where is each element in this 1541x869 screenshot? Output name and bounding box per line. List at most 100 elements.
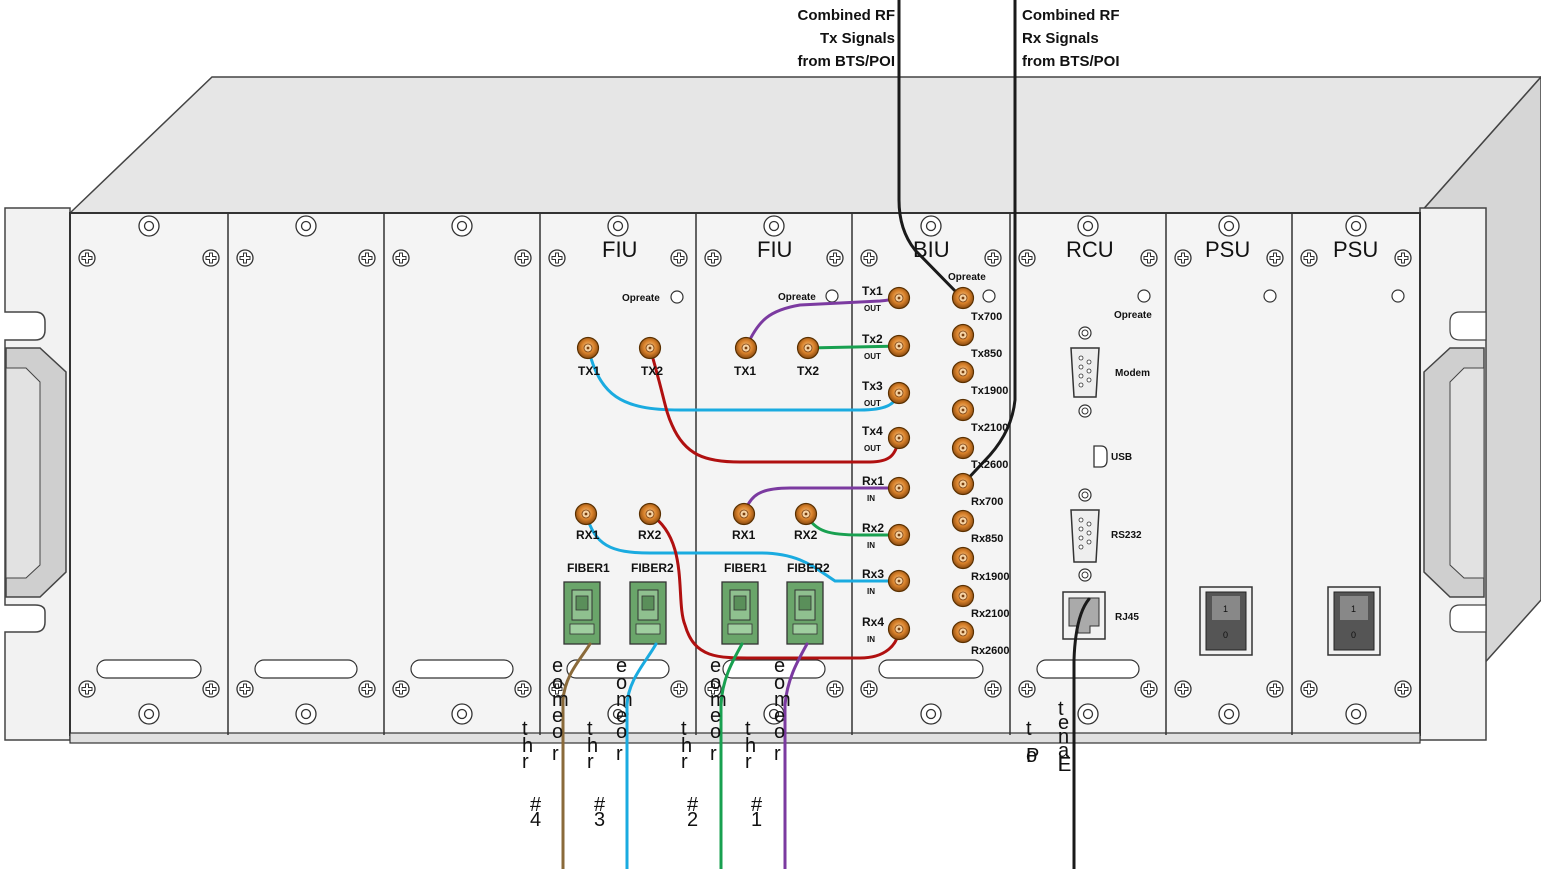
biu-rx-port-label: Rx4	[862, 615, 884, 629]
rf-connector-icon[interactable]	[887, 617, 911, 641]
biu-rx-sub-label: IN	[867, 541, 875, 550]
pull-handle[interactable]	[722, 659, 826, 679]
modem-port[interactable]	[1070, 326, 1100, 418]
rf-connector-icon[interactable]	[951, 436, 975, 460]
rf-connector-icon[interactable]	[887, 523, 911, 547]
remote-label-char: e	[710, 705, 721, 727]
biu-tx-port-label: Tx4	[862, 424, 883, 438]
panel-screw-icon	[236, 249, 254, 267]
remote-label-char: t	[681, 718, 687, 740]
rf-connector-icon[interactable]	[951, 360, 975, 384]
biu-rx-port-label: Rx3	[862, 567, 884, 581]
rf-connector-icon[interactable]	[734, 336, 758, 360]
thumb-screw-icon	[607, 215, 629, 237]
rf-connector-icon[interactable]	[951, 584, 975, 608]
fiu-b-tx1-label: TX1	[734, 364, 756, 378]
rf-connector-icon[interactable]	[794, 502, 818, 526]
fiber-connector-3[interactable]	[721, 581, 759, 645]
remote-label-char: t	[522, 718, 528, 740]
rf-connector-icon[interactable]	[574, 502, 598, 526]
fiber-connector-2[interactable]	[629, 581, 667, 645]
fiber-connector-1[interactable]	[563, 581, 601, 645]
fiu-a-status-led	[670, 290, 684, 304]
rf-connector-icon[interactable]	[732, 502, 756, 526]
pull-handle[interactable]	[410, 659, 514, 679]
fiber-connector-4[interactable]	[786, 581, 824, 645]
remote-label-char: e	[552, 655, 563, 677]
remote-label-char: o	[552, 672, 563, 694]
remote-label-char: #	[594, 794, 606, 816]
panel-screw-icon	[704, 249, 722, 267]
biu-band-port-label: Rx1900	[971, 571, 1010, 583]
thumb-screw-icon	[1077, 215, 1099, 237]
rf-connector-icon[interactable]	[951, 546, 975, 570]
rcu-status-label: Opreate	[1114, 310, 1152, 321]
slot-hardware	[236, 215, 376, 725]
remote-label-char: t	[587, 718, 593, 740]
green-cable	[806, 344, 901, 350]
psu-1-switch[interactable]: 1 0	[1199, 586, 1253, 656]
remote-label-char: e	[774, 705, 785, 727]
panel-screw-icon	[1174, 249, 1192, 267]
panel-screw-icon	[1266, 680, 1284, 698]
psu-2-switch[interactable]: 1 0	[1327, 586, 1381, 656]
biu-tx-port-label: Tx1	[862, 284, 883, 298]
rf-connector-icon[interactable]	[951, 509, 975, 533]
rs232-port[interactable]	[1070, 488, 1100, 582]
biu-band-port-label: Rx850	[971, 533, 1003, 545]
panel-screw-icon	[1394, 249, 1412, 267]
rf-connector-icon[interactable]	[887, 381, 911, 405]
remote-label-char: #	[751, 794, 763, 816]
rf-connector-icon[interactable]	[638, 502, 662, 526]
rf-connector-icon[interactable]	[638, 336, 662, 360]
thumb-screw-icon	[1077, 703, 1099, 725]
biu-band-port-label: Tx2600	[971, 459, 1008, 471]
remote-label-char: h	[745, 735, 756, 757]
panel-screw-icon	[670, 249, 688, 267]
rcu-title: RCU	[1066, 237, 1114, 262]
rf-connector-icon[interactable]	[887, 426, 911, 450]
fiu-a-status-label: Opreate	[622, 293, 660, 304]
biu-port-labels: Tx1OUTTx2OUTTx3OUTTx4OUTRx1INRx2INRx3INR…	[862, 284, 1010, 657]
rf-connector-icon[interactable]	[951, 286, 975, 310]
tx-feed-label: Combined RF Tx Signals from BTS/POI	[797, 7, 895, 70]
purple-cable	[783, 642, 809, 869]
rf-connector-icon[interactable]	[887, 334, 911, 358]
panel-screw-icon	[1266, 249, 1284, 267]
pull-handle[interactable]	[1036, 659, 1140, 679]
usb-port[interactable]	[1093, 445, 1108, 468]
rf-connector-icon[interactable]	[951, 620, 975, 644]
rf-connector-icon[interactable]	[951, 398, 975, 422]
rf-connector-icon[interactable]	[887, 476, 911, 500]
bottom-rail	[69, 732, 1421, 744]
thumb-screw-icon	[763, 215, 785, 237]
thumb-screw-icon	[920, 703, 942, 725]
terminal-label-char: t	[1058, 698, 1064, 720]
fiu-b-status-led	[825, 289, 839, 303]
rx-feed-label: Combined RF Rx Signals from BTS/POI	[1022, 7, 1120, 70]
rf-connector-icon[interactable]	[796, 336, 820, 360]
rf-connector-icon[interactable]	[887, 569, 911, 593]
terminal-label-char: o	[1026, 745, 1037, 767]
rf-connector-icon[interactable]	[951, 323, 975, 347]
slot-hardware	[1018, 215, 1158, 725]
psu-1-switch-off: 0	[1223, 630, 1228, 640]
remote-label-char: r	[681, 751, 688, 773]
panel-screw-icon	[1300, 249, 1318, 267]
fiu-a-fiber2-label: FIBER2	[631, 561, 674, 575]
rf-connector-icon[interactable]	[887, 286, 911, 310]
pull-handle[interactable]	[96, 659, 202, 679]
fiu-b-fiber2-label: FIBER2	[787, 561, 830, 575]
rf-connector-icon[interactable]	[576, 336, 600, 360]
red-cable	[648, 512, 901, 660]
fiu-b-rx2-label: RX2	[794, 528, 818, 542]
pull-handle[interactable]	[254, 659, 358, 679]
red-cable	[648, 346, 901, 464]
panel-screw-icon	[514, 680, 532, 698]
pull-handle[interactable]	[878, 659, 984, 679]
rs232-label: RS232	[1111, 530, 1142, 541]
rf-connector-icon[interactable]	[951, 472, 975, 496]
rj45-port[interactable]	[1062, 591, 1106, 640]
